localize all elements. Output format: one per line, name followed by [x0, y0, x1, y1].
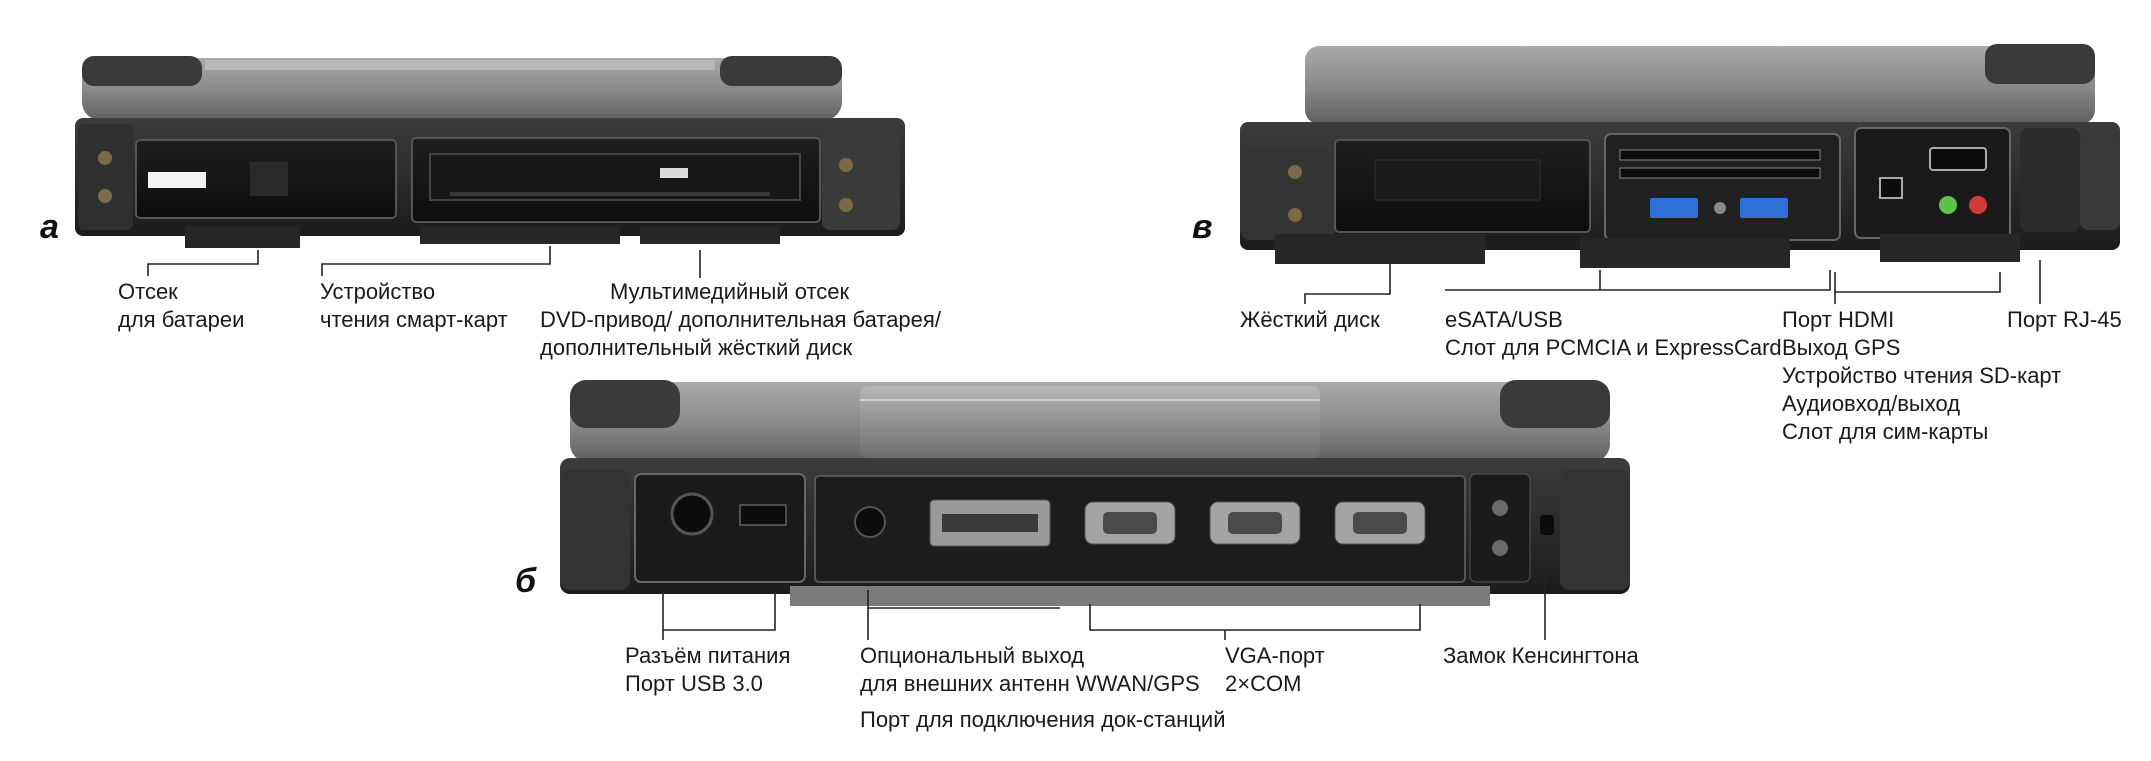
hinge — [860, 386, 1320, 458]
pcmcia-slot — [1619, 149, 1821, 161]
screw — [839, 158, 853, 172]
label-esata-pcmcia: eSATA/USB Слот для PCMCIA и ExpressCard — [1445, 307, 1782, 360]
hdd-latch — [1374, 159, 1541, 201]
power-jack — [670, 492, 714, 536]
screw — [839, 198, 853, 212]
foot — [185, 226, 300, 248]
battery-latch — [250, 162, 288, 196]
audio-in-jack — [1939, 196, 1957, 214]
label-vga-com: VGA-порт 2×COM — [1225, 643, 1325, 696]
gps-port — [1879, 177, 1903, 199]
lid-bumper-left — [570, 380, 680, 428]
lid — [1305, 46, 2095, 124]
screw — [98, 189, 112, 203]
laptop-left-side — [75, 56, 905, 248]
battery-sticker — [148, 172, 206, 188]
left-bumper — [560, 470, 630, 590]
lid — [82, 58, 842, 120]
foot — [1275, 234, 1485, 264]
esata-port — [1714, 202, 1726, 214]
kensington-bay — [1469, 473, 1531, 583]
laptop-back-side — [560, 380, 1630, 606]
label-smartcard-reader: Устройство чтения смарт-карт — [320, 279, 508, 332]
label-multimedia-bay: Мультимедийный отсек DVD-привод/ дополни… — [540, 279, 941, 360]
screw — [98, 151, 112, 165]
lid-top-highlight — [205, 60, 715, 70]
label-battery-bay: Отсек для батареи — [118, 279, 245, 332]
kensington-slot — [1540, 515, 1554, 535]
screw — [1492, 540, 1508, 556]
lid-bumper-right — [720, 56, 842, 86]
label-hdmi-group: Порт HDMI Выход GPS Устройство чтения SD… — [1782, 307, 2062, 444]
foot — [1880, 234, 2020, 262]
screw — [1288, 208, 1302, 222]
foot — [420, 226, 620, 244]
io-bay — [1854, 127, 2011, 239]
label-rj45: Порт RJ-45 — [2007, 307, 2122, 332]
dvd-slot — [450, 192, 770, 196]
lid-bumper-right — [1985, 44, 2095, 84]
expresscard-slot — [1619, 167, 1821, 179]
right-bumper — [1560, 470, 1630, 590]
panel-letter-b: б — [515, 562, 537, 600]
vga-port-inner — [1103, 512, 1157, 534]
screw — [1492, 500, 1508, 516]
label-power-usb: Разъём питания Порт USB 3.0 — [625, 643, 791, 696]
panel-letter-v: в — [1192, 208, 1213, 246]
hdmi-port — [1929, 147, 1987, 171]
bottom-plate — [790, 586, 1490, 606]
usb3-port — [739, 504, 787, 526]
power-bay — [634, 473, 806, 583]
right-bumper — [822, 130, 900, 230]
label-antenna-output: Опциональный выход для внешних антенн WW… — [860, 643, 1200, 696]
usb-port — [1740, 198, 1788, 218]
label-dock-port: Порт для подключения док-станций — [860, 707, 1226, 732]
audio-out-jack — [1969, 196, 1987, 214]
com-port-inner — [1228, 512, 1282, 534]
label-kensington: Замок Кенсингтона — [1443, 643, 1639, 668]
left-bumper — [78, 124, 133, 230]
dock-connector-pins — [942, 514, 1038, 532]
lid-bumper-right — [1500, 380, 1610, 428]
label-hard-disk: Жёсткий диск — [1240, 307, 1380, 332]
foot — [640, 226, 780, 244]
lid-bumper-left — [82, 56, 202, 86]
screw — [1288, 165, 1302, 179]
right-bumper — [2080, 140, 2120, 230]
laptop-right-side — [1240, 44, 2120, 268]
rj45-cover — [2020, 128, 2080, 232]
foot — [1580, 238, 1790, 268]
left-bumper — [1240, 150, 1335, 240]
panel-letter-a: а — [40, 208, 59, 246]
com-port-inner — [1353, 512, 1407, 534]
antenna-port — [854, 506, 886, 538]
dvd-eject — [660, 168, 688, 178]
usb-port — [1650, 198, 1698, 218]
